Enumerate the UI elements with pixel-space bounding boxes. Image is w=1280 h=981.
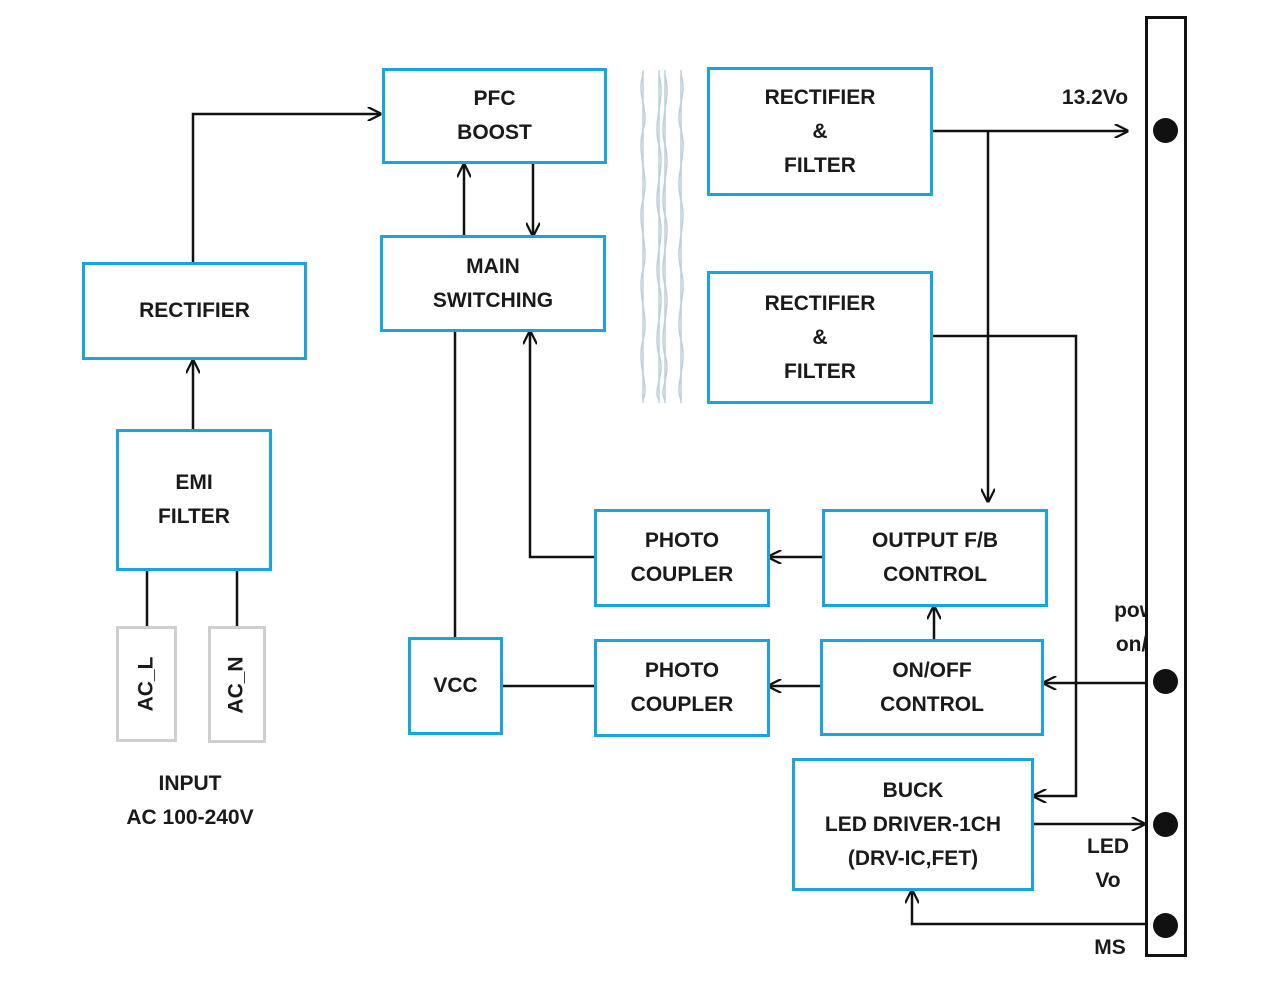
output-connector <box>1145 16 1187 957</box>
led-vo-label: LED Vo <box>1068 830 1148 898</box>
output-fb-line-1: OUTPUT F/B <box>872 529 998 552</box>
output-13v-label: 13.2Vo <box>1061 86 1129 109</box>
output-fb-line-2: CONTROL <box>883 563 987 586</box>
rectifier-filter-2-line-3: FILTER <box>784 359 856 383</box>
buck-line-1: BUCK <box>882 778 944 802</box>
transformer-symbol <box>640 70 684 403</box>
pin-13v <box>1153 118 1178 143</box>
ms-label: MS <box>1094 936 1126 959</box>
emi-filter-line-1: EMI <box>175 471 213 494</box>
rectifier-filter-1-line-1: RECTIFIER <box>764 85 876 109</box>
led-vo-line-1: LED <box>1087 835 1129 858</box>
pfc-boost-line-1: PFC <box>473 87 516 110</box>
vcc-line-1: VCC <box>433 674 478 697</box>
arrow-rect2-to-buck <box>932 334 1078 796</box>
buck-line-2: LED DRIVER-1CH <box>824 812 1002 836</box>
pin-led-vo <box>1153 812 1178 837</box>
pin-power-on-off <box>1153 669 1178 694</box>
main-switching-block: MAIN SWITCHING <box>380 235 606 332</box>
ac-n-label: AC_N <box>225 655 248 714</box>
emi-filter-block: EMI FILTER <box>116 429 272 571</box>
rectifier-filter-1-line-2: & <box>812 119 828 143</box>
main-switching-line-2: SWITCHING <box>432 288 554 312</box>
input-label: INPUT AC 100-240V <box>90 767 290 835</box>
rectifier-filter-2-line-1: RECTIFIER <box>764 291 876 315</box>
arrow-rectifier-to-pfc <box>191 114 381 263</box>
photo-coupler-1-line-2: COUPLER <box>630 563 734 586</box>
arrow-photo1-to-main <box>530 331 595 559</box>
photo-coupler-2-line-1: PHOTO <box>644 659 720 682</box>
photo-coupler-block-2: PHOTO COUPLER <box>594 639 770 737</box>
photo-coupler-2-line-2: COUPLER <box>630 693 734 716</box>
rectifier-filter-block-1: RECTIFIER & FILTER <box>707 67 933 196</box>
ac-n-terminal: AC_N <box>208 626 266 743</box>
rectifier-filter-block-2: RECTIFIER & FILTER <box>707 271 933 404</box>
ac-l-label: AC_L <box>134 656 158 712</box>
rectifier-block: RECTIFIER <box>82 262 307 360</box>
buck-line-3: (DRV-IC,FET) <box>847 846 979 870</box>
pin-ms <box>1153 913 1178 938</box>
rectifier-line-1: RECTIFIER <box>139 299 250 322</box>
pfc-boost-block: PFC BOOST <box>382 68 607 164</box>
ac-l-terminal: AC_L <box>116 626 177 742</box>
on-off-control-block: ON/OFF CONTROL <box>820 639 1044 736</box>
output-fb-control-block: OUTPUT F/B CONTROL <box>822 509 1048 607</box>
on-off-line-2: CONTROL <box>880 692 984 716</box>
led-vo-line-2: Vo <box>1095 869 1121 892</box>
emi-filter-line-2: FILTER <box>158 505 230 528</box>
rectifier-filter-1-line-3: FILTER <box>784 153 856 177</box>
vcc-block: VCC <box>408 637 503 735</box>
photo-coupler-block-1: PHOTO COUPLER <box>594 509 770 607</box>
on-off-line-1: ON/OFF <box>892 658 972 682</box>
input-label-line-1: INPUT <box>158 772 222 795</box>
buck-led-driver-block: BUCK LED DRIVER-1CH (DRV-IC,FET) <box>792 758 1034 891</box>
arrow-ms-to-buck <box>912 890 1145 926</box>
photo-coupler-1-line-1: PHOTO <box>644 529 720 552</box>
rectifier-filter-2-line-2: & <box>812 325 828 349</box>
input-label-line-2: AC 100-240V <box>126 806 254 829</box>
main-switching-line-1: MAIN <box>466 254 520 278</box>
pfc-boost-line-2: BOOST <box>457 121 532 144</box>
